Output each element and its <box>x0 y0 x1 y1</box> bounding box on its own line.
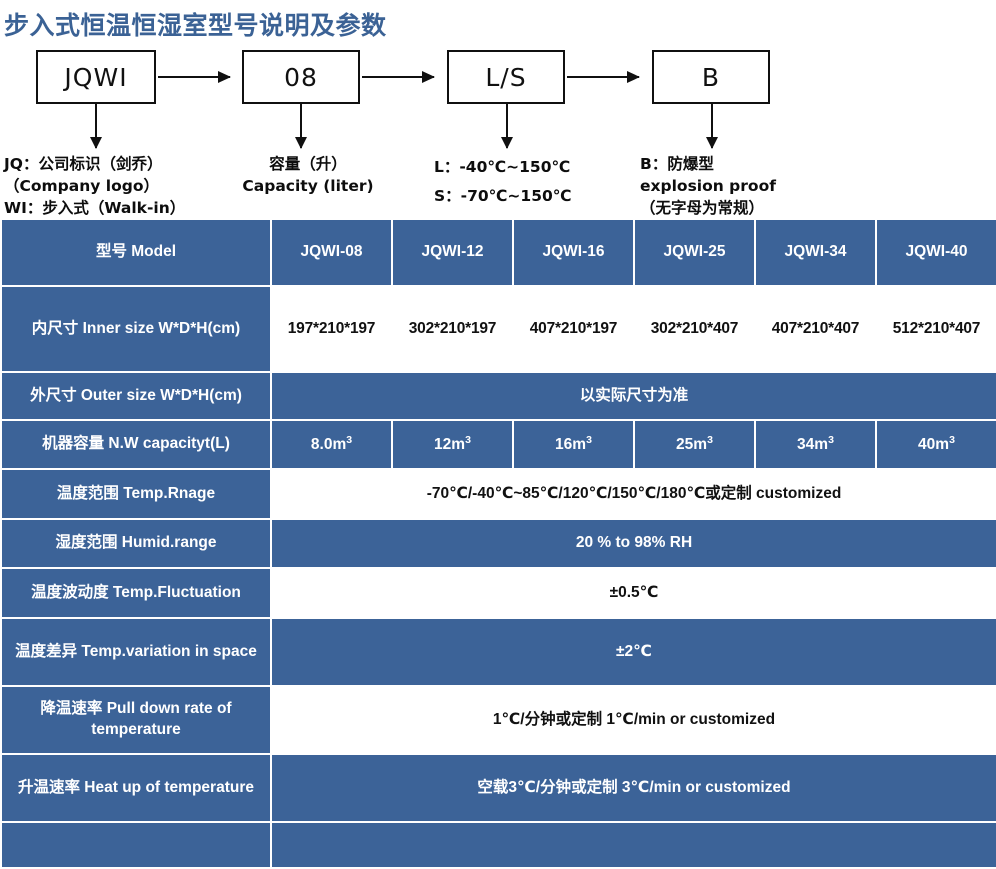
header-model-2: JQWI-16 <box>512 218 635 287</box>
arrow-down-icon-3 <box>501 104 513 149</box>
cell-nw-capacity-2: 16m3 <box>512 419 635 470</box>
model-code-diagram: JQWI 08 L/S B JQ：公司标识（剑乔） （Company logo）… <box>0 48 996 219</box>
row-label-machine-weight <box>0 821 272 869</box>
legend-jqwi: JQ：公司标识（剑乔） （Company logo） WI：步入式（Walk-i… <box>4 153 185 219</box>
header-model-3: JQWI-25 <box>633 218 756 287</box>
legend-explosion-line-3: （无字母为常规） <box>640 199 765 217</box>
legend-explosion-line-2: explosion proof <box>640 177 776 195</box>
diagram-box-jqwi: JQWI <box>36 50 156 104</box>
table-row: 升温速率 Heat up of temperature 空载3℃/分钟或定制 3… <box>0 753 996 823</box>
cell-nw-capacity-1: 12m3 <box>391 419 514 470</box>
row-label-nw-capacity: 机器容量 N.W capacityt(L) <box>0 419 272 470</box>
cell-temp-variation-value: ±2℃ <box>270 617 996 687</box>
cell-inner-size-5: 512*210*407 <box>875 285 996 373</box>
cell-inner-size-0: 197*210*197 <box>270 285 393 373</box>
spec-table-body: 型号 Model JQWI-08 JQWI-12 JQWI-16 JQWI-25… <box>0 218 996 869</box>
cell-outer-size-value: 以实际尺寸为准 <box>270 371 996 421</box>
cell-nw-capacity-3: 25m3 <box>633 419 756 470</box>
table-row <box>0 821 996 869</box>
cell-temp-range-value: -70℃/-40℃~85℃/120℃/150℃/180℃或定制 customiz… <box>270 468 996 520</box>
cell-machine-weight-value <box>270 821 996 869</box>
legend-temp-range: L：-40℃~150℃ S：-70℃~150℃ <box>434 153 572 210</box>
arrow-right-icon-1 <box>158 71 231 83</box>
cell-nw-capacity-5: 40m3 <box>875 419 996 470</box>
cell-inner-size-2: 407*210*197 <box>512 285 635 373</box>
arrow-right-icon-2 <box>362 71 435 83</box>
header-label-model: 型号 Model <box>0 218 272 287</box>
diagram-box-capacity: 08 <box>242 50 360 104</box>
table-row: 内尺寸 Inner size W*D*H(cm) 197*210*197 302… <box>0 285 996 373</box>
row-label-heat-up-rate: 升温速率 Heat up of temperature <box>0 753 272 823</box>
legend-explosion: B：防爆型 explosion proof （无字母为常规） <box>640 153 776 219</box>
table-row: 降温速率 Pull down rate of temperature 1℃/分钟… <box>0 685 996 755</box>
arrow-down-icon-4 <box>706 104 718 149</box>
arrow-down-icon-1 <box>90 104 102 149</box>
table-row: 外尺寸 Outer size W*D*H(cm) 以实际尺寸为准 <box>0 371 996 421</box>
page-title: 步入式恒温恒湿室型号说明及参数 <box>4 12 387 40</box>
header-model-1: JQWI-12 <box>391 218 514 287</box>
cell-pull-down-rate-value: 1℃/分钟或定制 1℃/min or customized <box>270 685 996 755</box>
cell-nw-capacity-0: 8.0m3 <box>270 419 393 470</box>
legend-temp-range-line-1: L：-40℃~150℃ <box>434 158 571 176</box>
spec-table: 型号 Model JQWI-08 JQWI-12 JQWI-16 JQWI-25… <box>0 218 996 869</box>
cell-heat-up-rate-value: 空载3℃/分钟或定制 3℃/min or customized <box>270 753 996 823</box>
table-row: 湿度范围 Humid.range 20 % to 98% RH <box>0 518 996 569</box>
row-label-humidity-range: 湿度范围 Humid.range <box>0 518 272 569</box>
table-header-row: 型号 Model JQWI-08 JQWI-12 JQWI-16 JQWI-25… <box>0 218 996 287</box>
header-model-4: JQWI-34 <box>754 218 877 287</box>
legend-jqwi-line-1: JQ：公司标识（剑乔） <box>4 155 163 173</box>
table-row: 温度范围 Temp.Rnage -70℃/-40℃~85℃/120℃/150℃/… <box>0 468 996 520</box>
header-model-5: JQWI-40 <box>875 218 996 287</box>
legend-temp-range-line-2: S：-70℃~150℃ <box>434 186 572 205</box>
table-row: 温度波动度 Temp.Fluctuation ±0.5℃ <box>0 567 996 619</box>
legend-explosion-line-1: B：防爆型 <box>640 155 714 173</box>
arrow-down-icon-2 <box>295 104 307 149</box>
cell-inner-size-1: 302*210*197 <box>391 285 514 373</box>
row-label-temp-fluctuation: 温度波动度 Temp.Fluctuation <box>0 567 272 619</box>
row-label-pull-down-rate: 降温速率 Pull down rate of temperature <box>0 685 272 755</box>
cell-nw-capacity-4: 34m3 <box>754 419 877 470</box>
row-label-temp-variation: 温度差异 Temp.variation in space <box>0 617 272 687</box>
legend-capacity-line-2: Capacity (liter) <box>242 177 374 195</box>
legend-capacity: 容量（升） Capacity (liter) <box>228 153 388 197</box>
legend-jqwi-line-3: WI：步入式（Walk-in） <box>4 199 186 217</box>
diagram-box-temp-range: L/S <box>447 50 565 104</box>
row-label-temp-range: 温度范围 Temp.Rnage <box>0 468 272 520</box>
header-model-0: JQWI-08 <box>270 218 393 287</box>
row-label-inner-size: 内尺寸 Inner size W*D*H(cm) <box>0 285 272 373</box>
table-row: 机器容量 N.W capacityt(L) 8.0m3 12m3 16m3 25… <box>0 419 996 470</box>
arrow-right-icon-3 <box>567 71 640 83</box>
cell-temp-fluctuation-value: ±0.5℃ <box>270 567 996 619</box>
cell-humidity-range-value: 20 % to 98% RH <box>270 518 996 569</box>
cell-inner-size-4: 407*210*407 <box>754 285 877 373</box>
diagram-box-explosion: B <box>652 50 770 104</box>
cell-inner-size-3: 302*210*407 <box>633 285 756 373</box>
table-row: 温度差异 Temp.variation in space ±2℃ <box>0 617 996 687</box>
legend-capacity-line-1: 容量（升） <box>269 155 347 173</box>
row-label-outer-size: 外尺寸 Outer size W*D*H(cm) <box>0 371 272 421</box>
legend-jqwi-line-2: （Company logo） <box>4 177 159 195</box>
